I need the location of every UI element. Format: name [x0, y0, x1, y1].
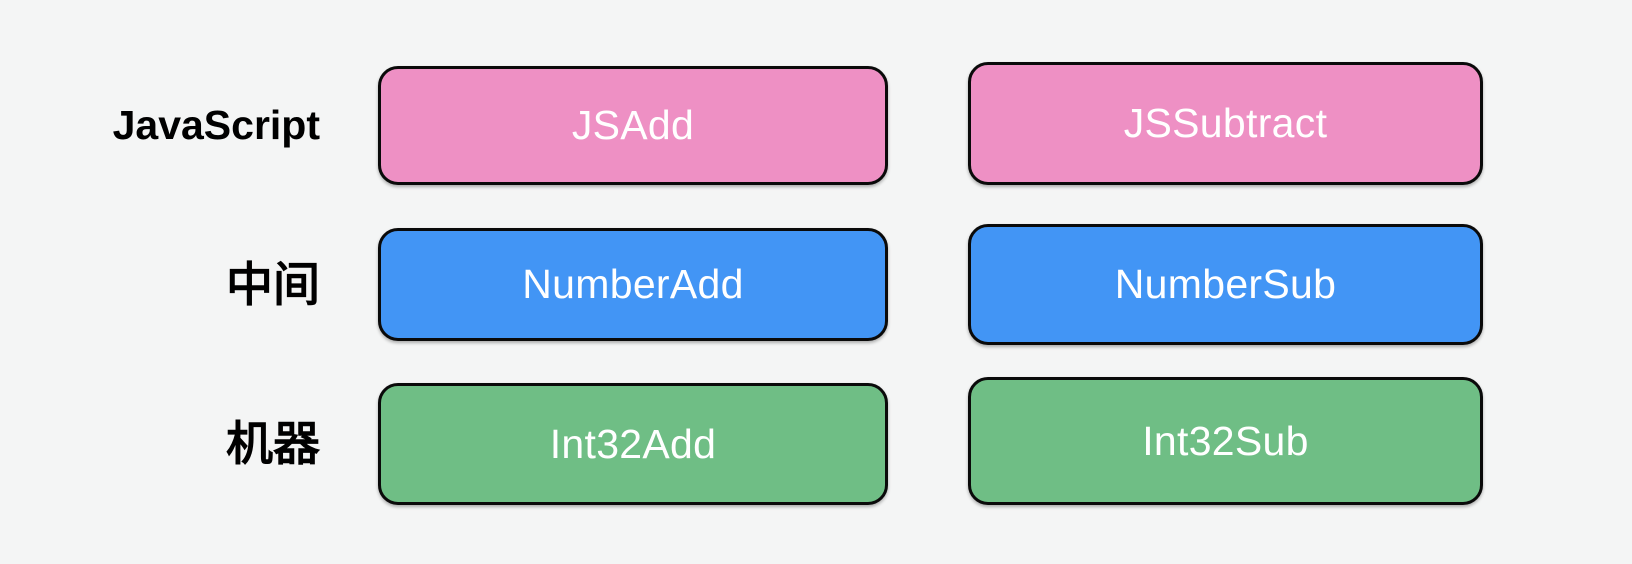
node-int32sub-label: Int32Sub — [1142, 417, 1309, 464]
row-label-machine: 机器 — [226, 417, 320, 470]
node-numberadd-label: NumberAdd — [522, 261, 744, 307]
node-jsadd[interactable]: JSAdd — [378, 66, 888, 185]
node-numbersub[interactable]: NumberSub — [968, 224, 1483, 345]
node-jssubtract-label: JSSubtract — [1123, 100, 1328, 146]
diagram-row-machine: 机器 Int32Add Int32Sub — [0, 377, 1632, 505]
node-int32sub[interactable]: Int32Sub — [968, 377, 1483, 505]
node-numberadd[interactable]: NumberAdd — [378, 228, 888, 341]
diagram-row-javascript: JavaScript JSAdd JSSubtract — [0, 62, 1632, 185]
node-int32add-label: Int32Add — [549, 420, 717, 467]
node-numbersub-label: NumberSub — [1114, 261, 1337, 307]
diagram-row-middle: 中间 NumberAdd NumberSub — [0, 224, 1632, 345]
row-label-javascript: JavaScript — [112, 102, 320, 148]
row-nodes-javascript: JSAdd JSSubtract — [320, 62, 1632, 185]
node-int32add[interactable]: Int32Add — [378, 383, 888, 505]
node-jsadd-label: JSAdd — [571, 102, 695, 148]
row-nodes-machine: Int32Add Int32Sub — [320, 377, 1632, 505]
row-nodes-middle: NumberAdd NumberSub — [320, 224, 1632, 345]
row-label-middle: 中间 — [226, 258, 320, 311]
node-jssubtract[interactable]: JSSubtract — [968, 62, 1483, 185]
